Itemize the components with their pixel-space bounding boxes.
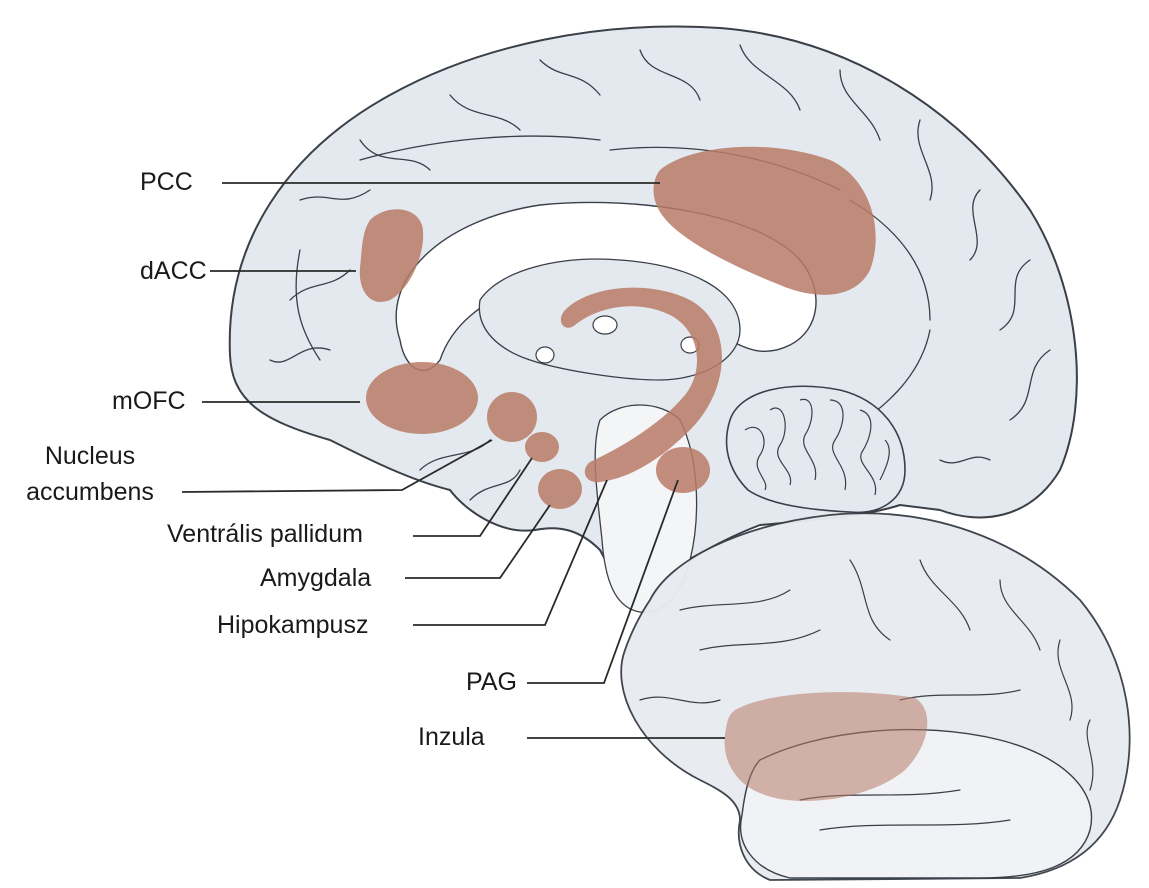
region-mofc [366,362,478,434]
label-ventral-pallidum: Ventrális pallidum [167,520,363,549]
label-pcc: PCC [140,168,193,197]
region-ventral-pallidum [525,432,559,462]
label-insula: Inzula [418,723,485,752]
region-amygdala [538,469,582,509]
label-pag: PAG [466,668,517,697]
small-structure [593,316,617,334]
label-hippocampus: Hipokampusz [217,611,368,640]
label-dacc: dACC [140,257,207,286]
label-mofc: mOFC [112,387,186,416]
region-nucleus-accumbens [487,392,537,442]
label-amygdala: Amygdala [260,564,371,593]
small-structure [536,347,554,363]
label-nucleus-line1: Nucleus [28,442,152,471]
label-nucleus-line2: accumbens [20,478,160,507]
region-pag [656,447,710,493]
